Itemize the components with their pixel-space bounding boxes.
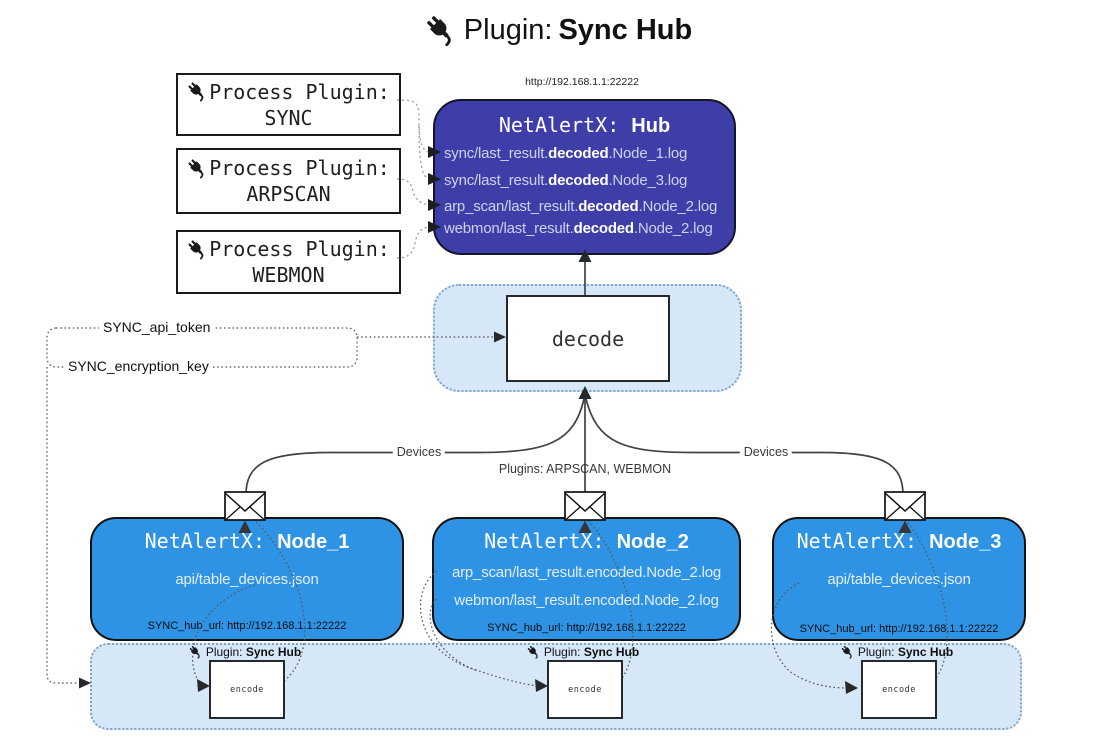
process-plugin-box-sync: Process Plugin: SYNC — [176, 73, 401, 136]
node-hub-url: SYNC_hub_url: http://192.168.1.1:22222 — [487, 622, 686, 634]
encode-label: encode — [882, 684, 916, 695]
node-2-box: NetAlertX: Node_2 arp_scan/last_result.e… — [432, 517, 741, 641]
hub-title: NetAlertX: Hub — [435, 113, 734, 138]
encode-box-2: encode — [547, 660, 623, 719]
node-file: api/table_devices.json — [827, 571, 971, 588]
encoder-plugin-label: Plugin: Sync Hub — [841, 645, 953, 659]
plug-icon — [189, 645, 203, 659]
process-plugin-label: Process Plugin: — [209, 237, 390, 261]
encode-box-1: encode — [209, 660, 285, 719]
hub-log-line: webmon/last_result.decoded.Node_2.log — [444, 220, 713, 237]
encoder-plugin-label: Plugin: Sync Hub — [189, 645, 301, 659]
node-file: arp_scan/last_result.encoded.Node_2.log — [451, 564, 722, 581]
process-plugin-box-webmon: Process Plugin: WEBMON — [176, 230, 401, 294]
page-title-prefix: Plugin: — [463, 14, 553, 46]
plugins-center-label: Plugins: ARPSCAN, WEBMON — [498, 462, 672, 476]
decode-box: decode — [506, 295, 670, 382]
process-plugin-row: Process Plugin: — [187, 236, 390, 262]
sync-api-token-label: SYNC_api_token — [99, 319, 215, 335]
devices-right-label: Devices — [739, 445, 793, 459]
process-plugin-name: WEBMON — [252, 263, 325, 287]
process-plugin-label: Process Plugin: — [209, 79, 390, 104]
hub-url-label: http://192.168.1.1:22222 — [525, 76, 639, 88]
page-title: Plugin: Sync Hub — [0, 14, 1117, 47]
process-plugin-row: Process Plugin: — [187, 155, 390, 181]
node-hub-url: SYNC_hub_url: http://192.168.1.1:22222 — [799, 623, 999, 635]
process-plugin-name: SYNC — [264, 105, 313, 130]
node-file: api/table_devices.json — [175, 571, 319, 588]
hub-box: NetAlertX: Hub sync/last_result.decoded.… — [433, 99, 736, 255]
hub-title-name: Hub — [631, 115, 671, 137]
node-file: webmon/last_result.encoded.Node_2.log — [454, 592, 719, 609]
plug-icon — [527, 645, 541, 659]
process-plugin-label: Process Plugin: — [209, 156, 390, 180]
node-title: NetAlertX: Node_3 — [796, 529, 1002, 553]
encode-label: encode — [568, 684, 602, 695]
plug-icon — [425, 14, 458, 47]
hub-log-line: arp_scan/last_result.decoded.Node_2.log — [444, 198, 718, 215]
decode-label: decode — [551, 326, 625, 351]
devices-left-label: Devices — [392, 445, 446, 459]
sync-encryption-key-label: SYNC_encryption_key — [64, 358, 213, 374]
encode-box-3: encode — [861, 660, 937, 719]
process-plugin-name: ARPSCAN — [246, 182, 331, 206]
plug-icon — [841, 645, 855, 659]
hub-log-line: sync/last_result.decoded.Node_1.log — [444, 145, 688, 162]
page-title-name: Sync Hub — [558, 14, 693, 46]
encoder-plugin-label: Plugin: Sync Hub — [527, 645, 639, 659]
node-hub-url: SYNC_hub_url: http://192.168.1.1:22222 — [147, 620, 347, 632]
process-plugin-box-arpscan: Process Plugin: ARPSCAN — [176, 148, 401, 214]
node-title: NetAlertX: Node_1 — [144, 529, 350, 553]
process-plugin-row: Process Plugin: — [187, 79, 390, 105]
plug-icon — [187, 239, 208, 260]
hub-log-line: sync/last_result.decoded.Node_3.log — [444, 172, 688, 189]
plug-icon — [187, 158, 208, 179]
hub-title-prefix: NetAlertX: — [498, 113, 632, 137]
node-merge-connectors — [245, 397, 904, 496]
node-1-box: NetAlertX: Node_1 api/table_devices.json… — [90, 517, 404, 641]
plug-icon — [187, 81, 208, 102]
encode-label: encode — [230, 684, 264, 695]
node-title: NetAlertX: Node_2 — [484, 529, 689, 553]
node-3-box: NetAlertX: Node_3 api/table_devices.json… — [772, 517, 1026, 641]
process-plugin-connectors — [396, 99, 431, 259]
